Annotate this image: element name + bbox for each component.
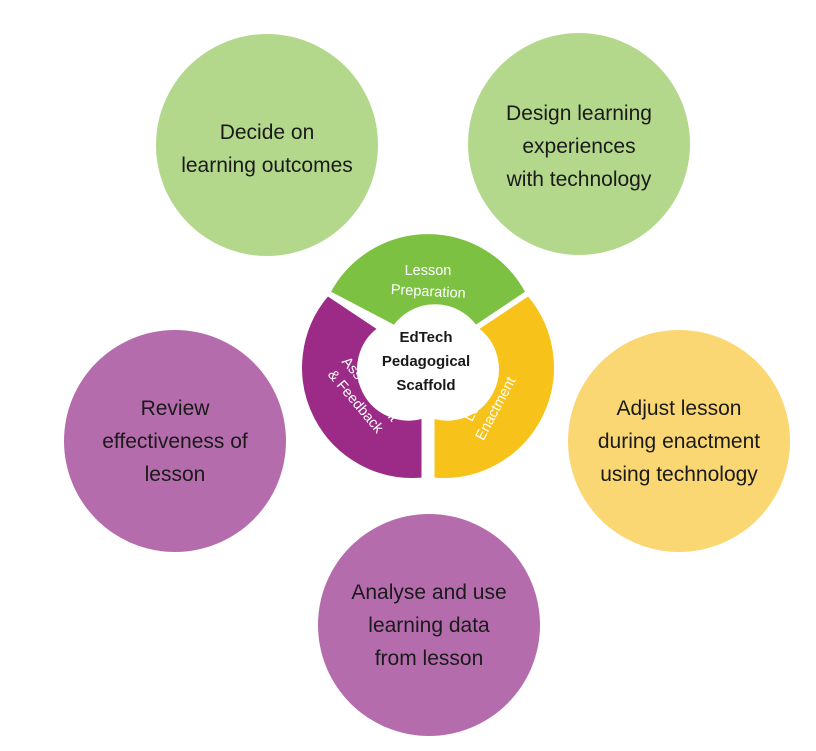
decide-learning-outcomes-circle: Decide on learning outcomes: [156, 34, 378, 256]
design-learning-experiences-label: Design learning experiences with technol…: [506, 101, 652, 191]
decide-learning-outcomes-label: Decide on learning outcomes: [181, 121, 353, 177]
adjust-lesson-circle: Adjust lesson during enactment using tec…: [568, 330, 790, 552]
adjust-lesson-label: Adjust lesson during enactment using tec…: [597, 396, 761, 486]
center-line-1: EdTech: [399, 329, 452, 346]
svg-text:Lesson: Lesson: [405, 263, 452, 279]
review-effectiveness-circle: Review effectiveness of lesson: [64, 330, 286, 552]
lesson-enactment-segment: [431, 292, 557, 481]
preparation-line-1: Lesson: [405, 263, 452, 279]
analyse-learning-data-circle: Analyse and use learning data from lesso…: [318, 514, 540, 736]
scaffold-center: [378, 317, 478, 417]
svg-text:Preparation: Preparation: [390, 282, 466, 302]
analyse-learning-data-label: Analyse and use learning data from lesso…: [351, 580, 507, 670]
lesson-preparation-label: Lesson Preparation: [390, 263, 466, 302]
center-line-3: Scaffold: [396, 377, 455, 394]
center-line-2: Pedagogical: [382, 353, 470, 370]
preparation-line-2: Preparation: [390, 282, 466, 302]
lesson-preparation-segment: [326, 231, 529, 329]
assessment-feedback-segment: [299, 292, 425, 481]
design-learning-experiences-circle: Design learning experiences with technol…: [468, 33, 690, 255]
review-effectiveness-label: Review effectiveness of lesson: [102, 396, 248, 486]
